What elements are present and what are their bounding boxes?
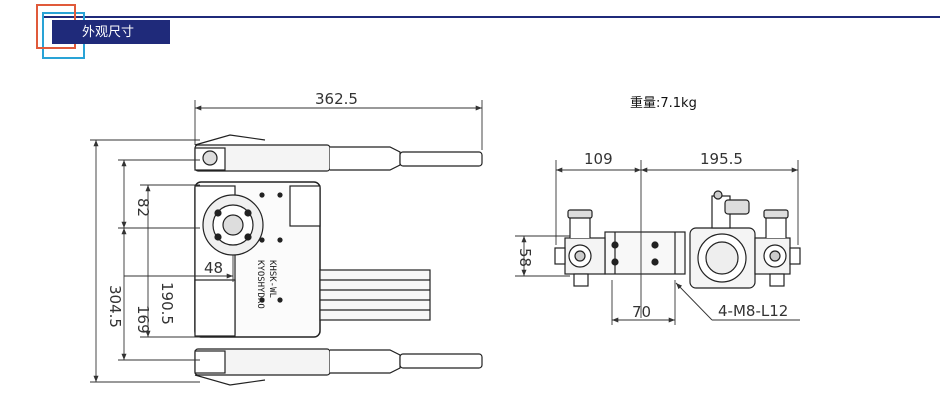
front-view — [194, 134, 483, 386]
weight-label: 重量:7.1kg — [630, 96, 697, 111]
dim-width-top: 362.5 — [315, 90, 358, 108]
body-label-2: KHSK-WL — [267, 260, 277, 298]
header-rule — [42, 16, 940, 18]
dim-side-height: 58 — [516, 248, 534, 267]
dim-side-left: 109 — [584, 150, 613, 168]
dim-bolt-spec: 4-M8-L12 — [718, 302, 788, 320]
section-title: 外观尺寸 — [52, 20, 170, 44]
dim-side-pitch: 70 — [632, 303, 651, 321]
dim-upper-offset: 82 — [134, 198, 152, 217]
side-view — [554, 190, 801, 289]
dim-flange-offset: 48 — [204, 259, 223, 277]
dim-total-height: 304.5 — [106, 285, 124, 328]
dim-lower-offset: 169 — [134, 305, 152, 334]
dim-side-right: 195.5 — [700, 150, 743, 168]
dim-inner-height: 190.5 — [158, 282, 176, 325]
body-label-1: KYOSHYDRO — [255, 260, 265, 309]
